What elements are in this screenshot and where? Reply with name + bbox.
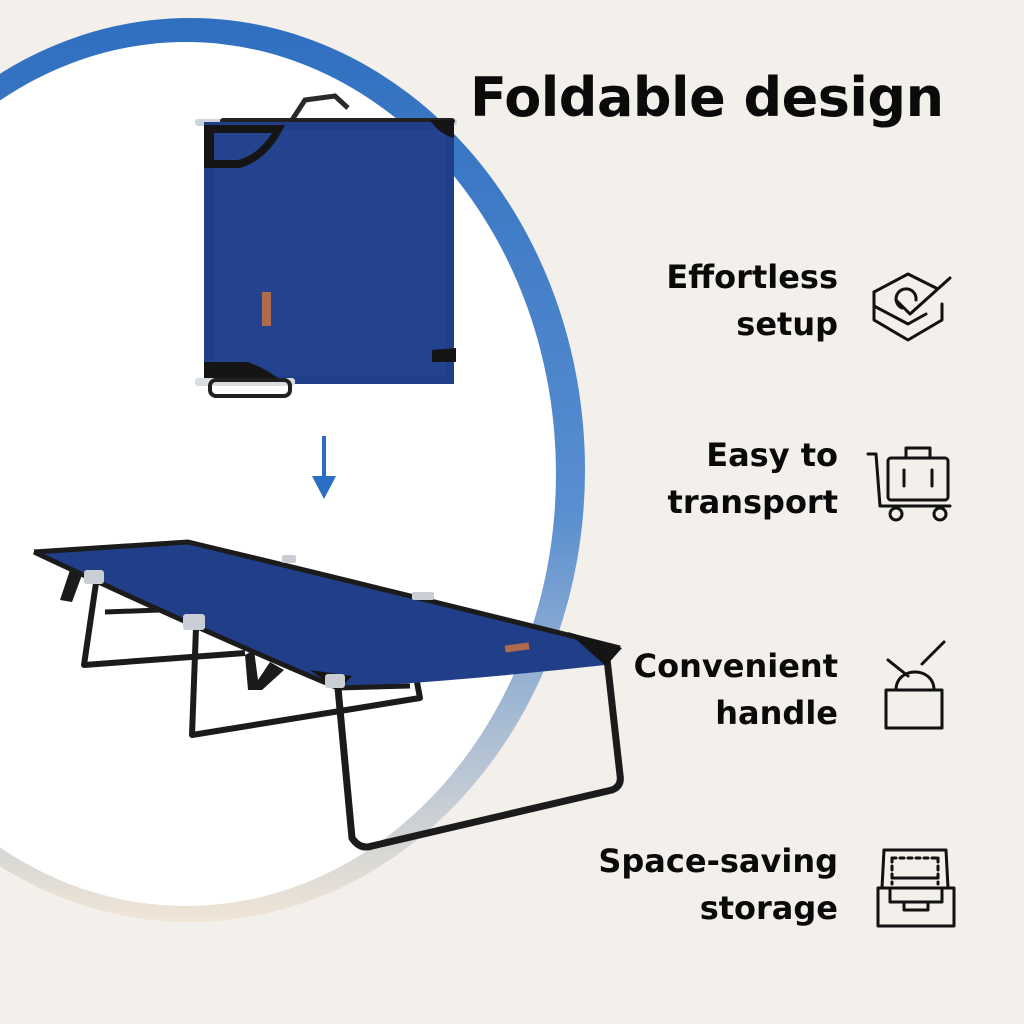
- luggage-cart-icon: [866, 446, 952, 522]
- storage-tray-icon: [876, 848, 956, 928]
- feature-label-line2: setup: [736, 305, 838, 343]
- feature-space-saving-storage: Space-saving storage: [538, 838, 838, 932]
- page-title: Foldable design: [470, 66, 944, 129]
- feature-label-line1: Space-saving: [598, 842, 838, 880]
- setup-box-check-icon: [872, 272, 952, 342]
- feature-convenient-handle: Convenient handle: [538, 643, 838, 737]
- feature-label-line1: Easy to: [706, 436, 838, 474]
- feature-label-line2: transport: [667, 483, 838, 521]
- feature-label-line1: Convenient: [633, 647, 838, 685]
- feature-effortless-setup: Effortless setup: [538, 254, 838, 348]
- feature-label-line2: handle: [715, 694, 838, 732]
- feature-easy-to-transport: Easy to transport: [538, 432, 838, 526]
- feature-label-line2: storage: [699, 889, 838, 927]
- handle-bag-icon: [884, 640, 946, 730]
- feature-label-line1: Effortless: [666, 258, 838, 296]
